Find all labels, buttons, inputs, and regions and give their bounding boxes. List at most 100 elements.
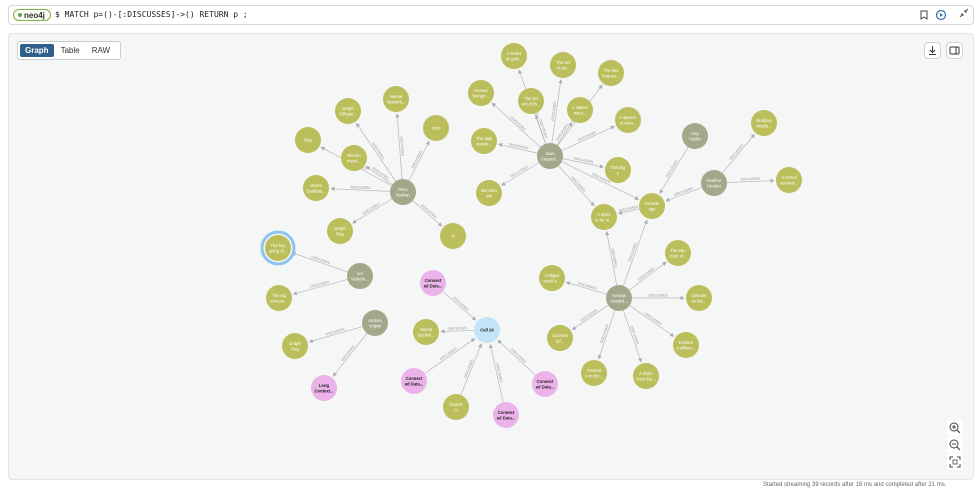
collapse-icon[interactable] bbox=[957, 6, 971, 20]
node-circle[interactable] bbox=[443, 394, 469, 420]
graph-node-p_graph[interactable]: GraphDiffusio... bbox=[335, 98, 361, 124]
graph-edge[interactable] bbox=[629, 261, 667, 291]
graph-edge[interactable] bbox=[561, 125, 616, 151]
graph-edge[interactable] bbox=[332, 333, 368, 377]
node-circle[interactable] bbox=[665, 240, 691, 266]
zoom-out-icon[interactable] bbox=[947, 437, 963, 453]
graph-edge[interactable] bbox=[488, 343, 504, 403]
download-button[interactable] bbox=[924, 42, 941, 59]
graph-edge[interactable] bbox=[292, 279, 348, 296]
tab-raw[interactable]: RAW bbox=[91, 46, 111, 55]
node-circle[interactable] bbox=[615, 107, 641, 133]
node-circle[interactable] bbox=[673, 332, 699, 358]
graph-edge[interactable] bbox=[726, 178, 775, 183]
graph-edge[interactable] bbox=[629, 305, 675, 337]
node-circle[interactable] bbox=[686, 285, 712, 311]
graph-node-p_rag[interactable]: Rag bbox=[295, 127, 321, 153]
side-panel-button[interactable] bbox=[946, 42, 963, 59]
graph-node-p_llms[interactable]: Llms bbox=[423, 115, 449, 141]
graph-edge[interactable] bbox=[501, 162, 540, 186]
node-circle[interactable] bbox=[532, 371, 558, 397]
graph-edge[interactable] bbox=[535, 114, 547, 144]
node-circle[interactable] bbox=[474, 317, 500, 343]
graph-edge[interactable] bbox=[365, 166, 393, 185]
node-circle[interactable] bbox=[598, 60, 624, 86]
node-circle[interactable] bbox=[682, 123, 708, 149]
graph-edge[interactable] bbox=[558, 165, 595, 207]
graph-edge[interactable] bbox=[571, 305, 609, 330]
node-circle[interactable] bbox=[581, 360, 607, 386]
tab-table[interactable]: Table bbox=[60, 46, 80, 55]
node-circle[interactable] bbox=[282, 333, 308, 359]
graph-node-p_neural[interactable]: NeuralNetwork... bbox=[383, 86, 409, 112]
graph-edge[interactable] bbox=[562, 158, 604, 169]
graph-node-g_connect[interactable]: Connected... bbox=[547, 325, 573, 351]
graph-node-j_two[interactable]: The twofrequen... bbox=[598, 60, 624, 86]
run-icon[interactable] bbox=[935, 9, 947, 21]
graph-node-i_big[interactable]: The sigantcom... bbox=[266, 285, 292, 311]
graph-node-j_statement[interactable]: A statemment... bbox=[567, 97, 593, 123]
graph-node-an_long[interactable]: LongContext... bbox=[311, 375, 337, 401]
graph-edge[interactable] bbox=[291, 251, 348, 273]
node-circle[interactable] bbox=[605, 157, 631, 183]
graph-edge[interactable] bbox=[412, 200, 443, 227]
node-circle[interactable] bbox=[341, 145, 367, 171]
node-circle[interactable] bbox=[501, 43, 527, 69]
graph-edge[interactable] bbox=[722, 133, 755, 174]
graph-edge[interactable] bbox=[597, 310, 616, 360]
query-editor[interactable]: neo4j $ MATCH p=()-[:DISCUSSES]->() RETU… bbox=[8, 5, 974, 25]
node-circle[interactable] bbox=[266, 285, 292, 311]
node-circle[interactable] bbox=[468, 80, 494, 106]
graph-node-p_vector[interactable]: VectorDatabas... bbox=[303, 175, 329, 201]
node-circle[interactable] bbox=[751, 110, 777, 136]
node-circle[interactable] bbox=[518, 88, 544, 114]
node-circle[interactable] bbox=[390, 179, 416, 205]
graph-node-j_human[interactable]: Humanbeings'... bbox=[468, 80, 494, 106]
node-circle[interactable] bbox=[347, 263, 373, 289]
graph-edge[interactable] bbox=[556, 121, 573, 146]
node-circle[interactable] bbox=[606, 285, 632, 311]
graph-edge[interactable] bbox=[622, 310, 642, 363]
graph-node-p_ai[interactable]: Ai bbox=[440, 223, 466, 249]
zoom-in-icon[interactable] bbox=[947, 420, 963, 436]
graph-edge[interactable] bbox=[497, 339, 536, 376]
node-circle[interactable] bbox=[335, 98, 361, 124]
node-circle[interactable] bbox=[476, 180, 502, 206]
node-circle[interactable] bbox=[701, 170, 727, 196]
tab-graph[interactable]: Graph bbox=[20, 44, 54, 57]
graph-edge[interactable] bbox=[330, 186, 391, 192]
node-circle[interactable] bbox=[401, 368, 427, 394]
graph-edge[interactable] bbox=[352, 198, 393, 224]
graph-edge[interactable] bbox=[617, 208, 640, 215]
graph-edge[interactable] bbox=[395, 113, 403, 180]
node-circle[interactable] bbox=[327, 218, 353, 244]
graph-node-cell24[interactable]: Cell 24 bbox=[474, 317, 500, 343]
graph-node-p_recom[interactable]: Recommend... bbox=[341, 145, 367, 171]
graph-edge[interactable] bbox=[356, 122, 396, 182]
graph-node-c_neural[interactable]: NeuralSymbol... bbox=[413, 319, 439, 345]
fit-icon[interactable] bbox=[947, 454, 963, 470]
graph-edge[interactable] bbox=[460, 343, 483, 396]
node-circle[interactable] bbox=[567, 97, 593, 123]
